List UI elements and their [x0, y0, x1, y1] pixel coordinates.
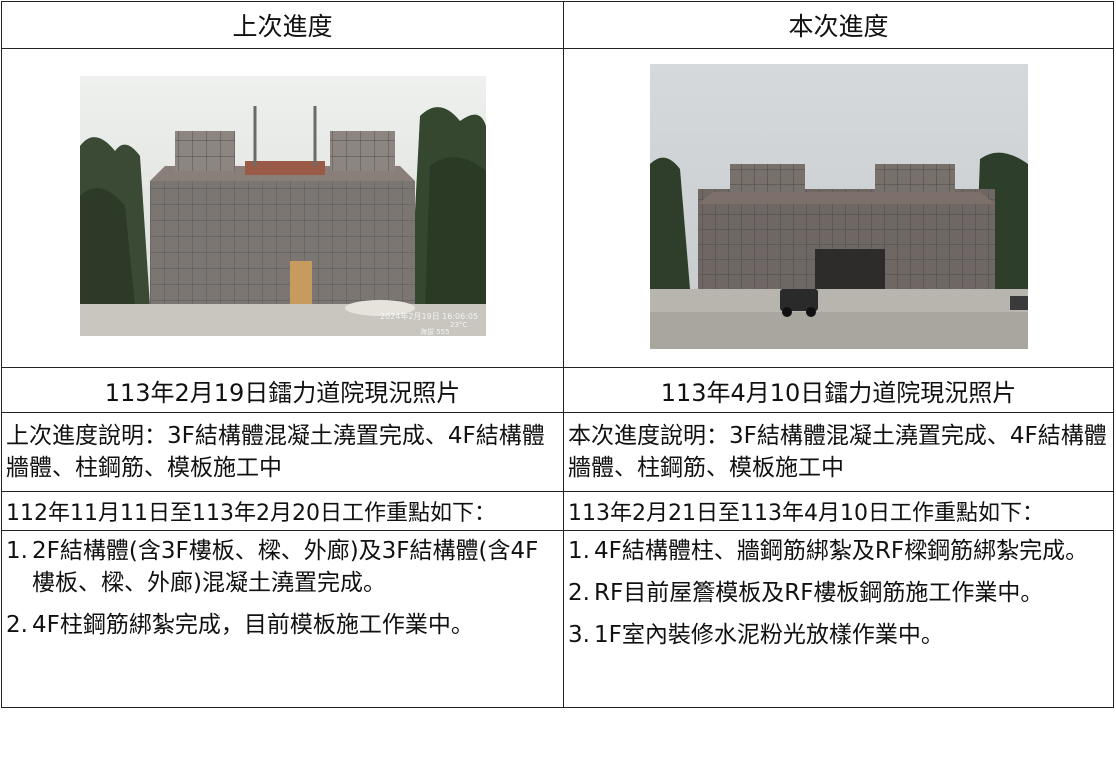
description-previous: 上次進度說明：3F結構體混凝土澆置完成、4F結構體牆體、柱鋼筋、模板施工中	[1, 412, 564, 492]
item-number: 3.	[568, 622, 590, 648]
building-photo-previous: 2024年2月19日 16:06:05 23°C 海拔 555	[79, 76, 486, 336]
work-items-current: 1.4F結構體柱、牆鋼筋綁紮及RF樑鋼筋綁紮完成。 2.RF目前屋簷模板及RF樓…	[563, 530, 1114, 708]
item-number: 2.	[568, 580, 590, 606]
photo-current	[649, 63, 1028, 349]
description-current: 本次進度說明：3F結構體混凝土澆置完成、4F結構體牆體、柱鋼筋、模板施工中	[563, 412, 1114, 492]
item-text: RF目前屋簷模板及RF樓板鋼筋施工作業中。	[594, 580, 1044, 606]
list-item: 2.4F柱鋼筋綁紮完成，目前模板施工作業中。	[6, 609, 559, 641]
item-text: 4F結構體柱、牆鋼筋綁紮及RF樑鋼筋綁紮完成。	[594, 538, 1089, 564]
work-items-previous: 1.2F結構體(含3F樓板、樑、外廊)及3F結構體(含4F樓板、樑、外廊)混凝土…	[1, 530, 564, 708]
photo-cell-previous: 2024年2月19日 16:06:05 23°C 海拔 555	[1, 48, 564, 368]
item-number: 1.	[6, 538, 28, 564]
item-text: 1F室內裝修水泥粉光放樣作業中。	[594, 622, 944, 648]
header-current: 本次進度	[563, 1, 1114, 49]
list-item: 1.4F結構體柱、牆鋼筋綁紮及RF樑鋼筋綁紮完成。	[568, 535, 1109, 567]
timestamp-line2: 23°C	[450, 321, 467, 329]
item-number: 2.	[6, 612, 28, 638]
list-item: 1.2F結構體(含3F樓板、樑、外廊)及3F結構體(含4F樓板、樑、外廊)混凝土…	[6, 535, 559, 599]
item-text: 2F結構體(含3F樓板、樑、外廊)及3F結構體(含4F樓板、樑、外廊)混凝土澆置…	[32, 538, 539, 596]
item-number: 1.	[568, 538, 590, 564]
building-photo-current	[649, 63, 1028, 349]
item-text: 4F柱鋼筋綁紮完成，目前模板施工作業中。	[32, 612, 474, 638]
work-list-previous: 1.2F結構體(含3F樓板、樑、外廊)及3F結構體(含4F樓板、樑、外廊)混凝土…	[6, 535, 559, 641]
photo-cell-current	[563, 48, 1114, 368]
work-list-current: 1.4F結構體柱、牆鋼筋綁紮及RF樑鋼筋綁紮完成。 2.RF目前屋簷模板及RF樓…	[568, 535, 1109, 651]
photo-previous: 2024年2月19日 16:06:05 23°C 海拔 555	[79, 76, 486, 336]
list-item: 2.RF目前屋簷模板及RF樓板鋼筋施工作業中。	[568, 577, 1109, 609]
header-previous: 上次進度	[1, 1, 564, 49]
progress-table: 上次進度 本次進度	[1, 1, 1114, 708]
timestamp-line3: 海拔 555	[420, 327, 450, 336]
period-current: 113年2月21日至113年4月10日工作重點如下：	[563, 491, 1114, 531]
caption-previous: 113年2月19日鐳力道院現況照片	[1, 367, 564, 413]
timestamp-line1: 2024年2月19日 16:06:05	[380, 311, 478, 321]
caption-current: 113年4月10日鐳力道院現況照片	[563, 367, 1114, 413]
period-previous: 112年11月11日至113年2月20日工作重點如下：	[1, 491, 564, 531]
list-item: 3.1F室內裝修水泥粉光放樣作業中。	[568, 619, 1109, 651]
